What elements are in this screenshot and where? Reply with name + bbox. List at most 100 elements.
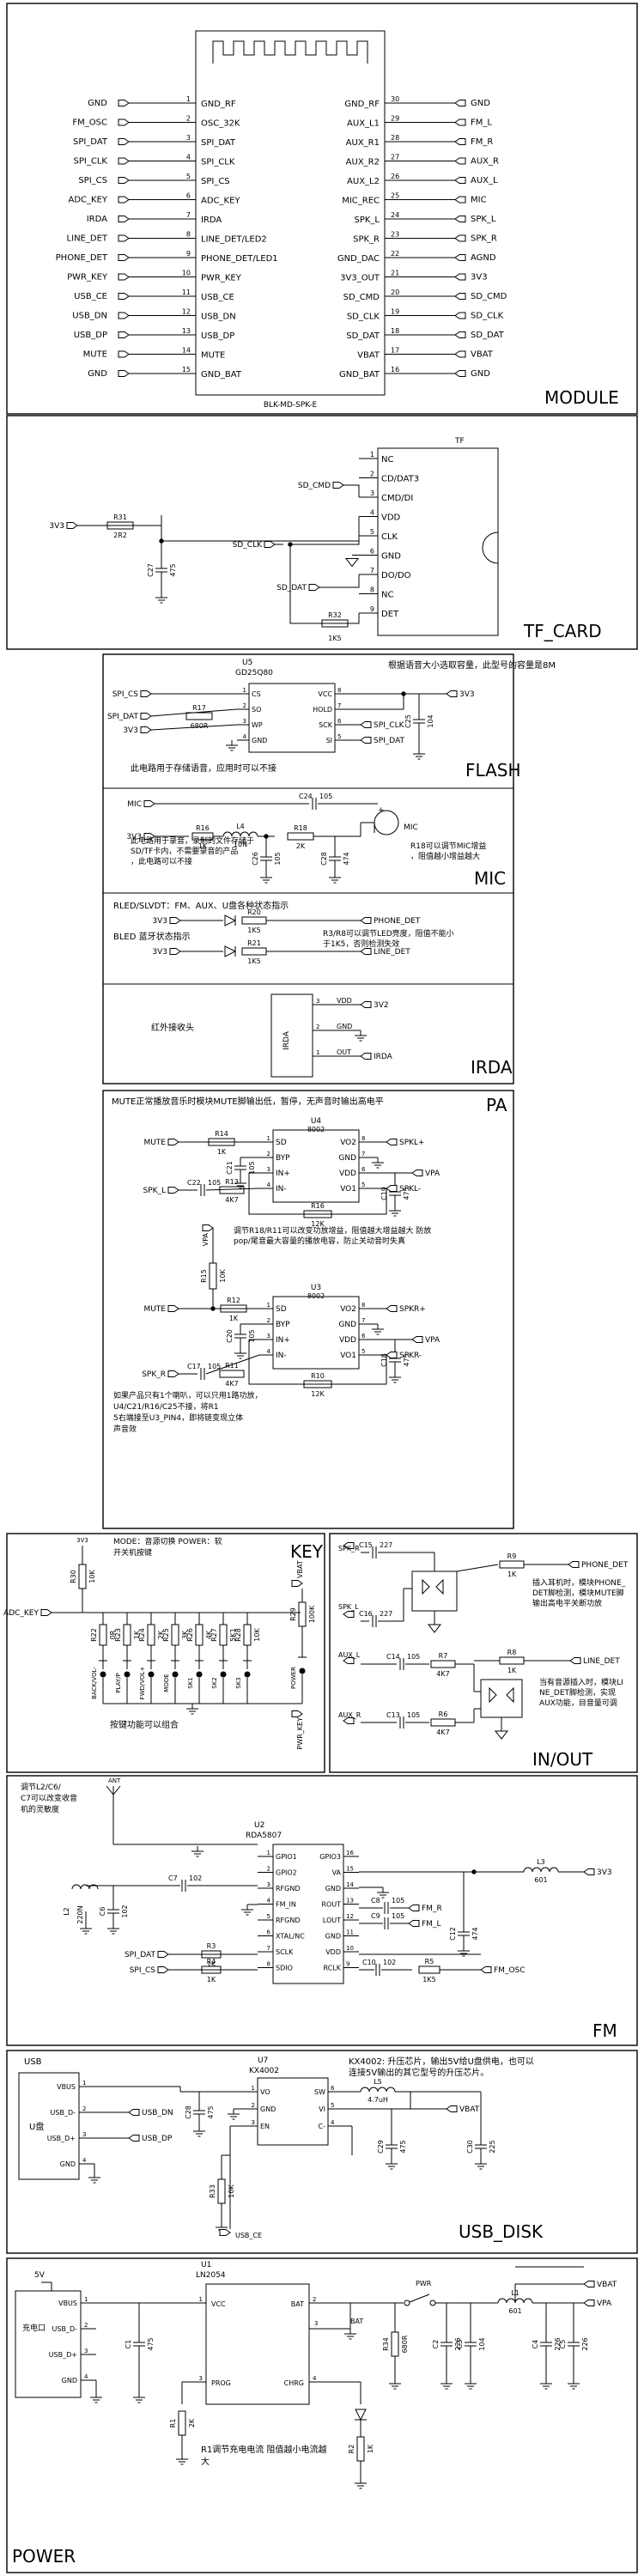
usb-note: 连接5V输出的其它型号的升压芯片。 — [349, 2067, 489, 2078]
fm-note: 机的灵敏度 — [21, 1804, 59, 1814]
junction-dot — [210, 1306, 216, 1311]
components — [15, 30, 595, 2489]
resistor-value: 680R — [191, 722, 209, 730]
resistor-icon — [418, 1965, 440, 1974]
pin-number: 1 — [186, 95, 191, 103]
net-port-icon — [332, 482, 344, 489]
net-label: SPI_DAT — [374, 737, 405, 745]
pin-name: VDD — [339, 1170, 356, 1178]
pin-number: 2 — [316, 1024, 319, 1030]
irda-body — [270, 993, 313, 1078]
module-net-left: SPI_DAT — [73, 137, 108, 147]
net-port-icon — [454, 331, 466, 338]
module-pin-right: SD_CLK — [347, 313, 380, 322]
module-pin-right: GND_RF — [344, 100, 380, 109]
key-note-mode: 开关机按键 — [113, 1547, 152, 1558]
net-port-icon — [167, 1139, 179, 1145]
net-port-icon — [454, 293, 466, 300]
module-pin-left: IRDA — [201, 216, 222, 225]
module-net-right: GND — [471, 369, 490, 379]
pin-number: 5 — [370, 528, 374, 536]
pin-number: 4 — [331, 2119, 335, 2126]
pin-name: SCK — [319, 721, 333, 729]
module-net-right: SD_CMD — [471, 292, 507, 301]
capacitor-ref: C14 — [386, 1653, 400, 1661]
resistor-icon — [241, 947, 267, 956]
net-port-icon — [454, 138, 466, 145]
net-label: 3V3 — [152, 948, 167, 957]
resistor-icon — [430, 1660, 456, 1668]
net-port-icon — [40, 1609, 52, 1616]
connector-chinese-label: 充电口 — [22, 2323, 46, 2333]
section-title: FM — [592, 2020, 617, 2041]
wire — [343, 484, 360, 497]
resistor-icon — [171, 1624, 179, 1646]
resistor-ref: R23 — [114, 1628, 122, 1642]
pin-number: 4 — [267, 1348, 271, 1355]
pin-name: GND — [337, 1023, 352, 1030]
resistor-icon — [209, 1262, 217, 1290]
pin-number: 12 — [182, 308, 191, 316]
irda-note: 红外接收头 — [151, 1022, 194, 1033]
net-label: SPI_CS — [112, 690, 139, 699]
pin-number: 25 — [391, 192, 399, 200]
net-label: 3V3 — [459, 690, 475, 699]
capacitor-value: 105 — [248, 1161, 256, 1174]
net-label: MUTE — [143, 1139, 166, 1147]
pin-name: VDD — [337, 997, 352, 1005]
net-label: 3V3 — [49, 522, 64, 531]
pin-name: VDD — [381, 513, 401, 523]
module-pin-left: SPI_CS — [201, 177, 230, 186]
net-port-icon — [118, 370, 130, 377]
pin-number: 1 — [267, 1135, 270, 1142]
net-label: PHONE_DET — [374, 917, 421, 926]
pin-number: 10 — [182, 270, 191, 277]
chip-part: LN2054 — [196, 2271, 226, 2280]
pin-number: 3 — [199, 2375, 203, 2382]
ground-icon — [155, 592, 167, 604]
net-port-icon — [360, 721, 372, 728]
pin-number: 17 — [391, 347, 399, 355]
pin-name: FM_IN — [276, 1901, 296, 1909]
section-title: IRDA — [471, 1057, 513, 1078]
capacitor-value: 102 — [189, 1874, 202, 1882]
wire — [161, 516, 360, 542]
charge-connector — [15, 2290, 82, 2398]
capacitor-ref: C17 — [187, 1363, 201, 1370]
capacitor-value: 102 — [121, 1905, 129, 1917]
resistor-ref: R31 — [113, 513, 127, 521]
pin-name: GND — [60, 2160, 76, 2168]
capacitor-value: 475 — [169, 563, 177, 576]
capacitor-ref: C8 — [371, 1897, 380, 1905]
pin-name: VO — [260, 2088, 270, 2096]
resistor-icon — [219, 1370, 245, 1378]
pin-name: SD — [276, 1305, 287, 1314]
net-port-icon — [143, 833, 155, 840]
resistor-icon — [201, 1950, 222, 1959]
pin-name: USB_D- — [51, 2109, 76, 2117]
inout-note-phone: 输出高电平关断功放 — [532, 1598, 602, 1608]
pin-number: 1 — [84, 2296, 88, 2303]
pin-number: 2 — [267, 1151, 270, 1157]
resistor-value: 1K5 — [247, 927, 260, 934]
capacitor-ref: C29 — [377, 2140, 385, 2154]
plus-sign: + — [378, 806, 385, 815]
capacitor-ref: C2 — [432, 2340, 440, 2349]
pin-number: 3 — [243, 718, 246, 725]
section-title: PA — [486, 1095, 507, 1115]
net-label: VBAT — [597, 2281, 617, 2289]
net-port-icon — [118, 157, 130, 165]
ground-icon — [389, 1206, 401, 1217]
resistor-icon — [241, 916, 267, 925]
net-label: SPKR- — [399, 1352, 422, 1360]
capacitor-value: 475 — [207, 2105, 215, 2118]
capacitor-value: 474 — [343, 852, 350, 865]
resistor-icon — [287, 832, 314, 841]
section-frame — [6, 1775, 638, 2046]
net-label: AUX_L — [338, 1651, 361, 1659]
pin-name: GPIO2 — [276, 1869, 297, 1877]
ground-icon — [355, 2478, 367, 2489]
resistor-ref: R14 — [215, 1130, 228, 1138]
resistor-ref: R15 — [200, 1269, 208, 1283]
aux-jack-icon — [480, 1679, 523, 1718]
